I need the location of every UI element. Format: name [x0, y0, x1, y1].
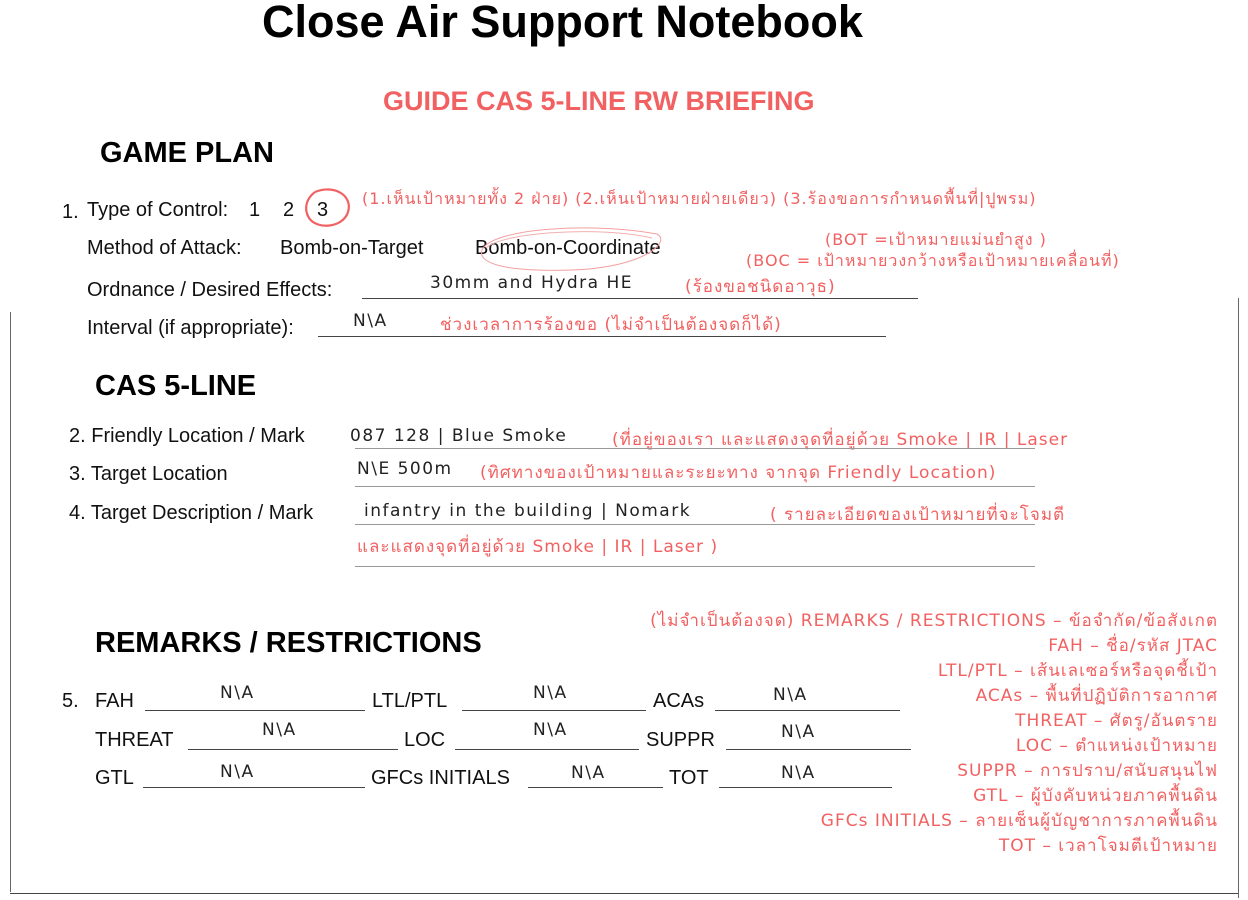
control-option-2[interactable]: 2: [283, 199, 295, 221]
method-option-boc[interactable]: Bomb-on-Coordinate: [475, 237, 661, 259]
type-of-control-label: Type of Control:: [87, 199, 229, 221]
legend-line-1: (ไม่จำเป็นต้องจด) REMARKS / RESTRICTIONS…: [650, 611, 1218, 631]
bot-note: (BOT =เป้าหมายแม่นยำสูง ): [825, 230, 1047, 249]
remarks-heading: REMARKS / RESTRICTIONS: [95, 627, 482, 659]
tot-label: TOT: [669, 767, 709, 789]
fah-label: FAH: [95, 690, 134, 712]
target-location-underline: [355, 486, 1035, 487]
target-description-value[interactable]: infantry in the building | Nomark: [364, 501, 692, 521]
interval-value[interactable]: N\A: [353, 311, 388, 331]
boc-note: (BOC = เป้าหมายวงกว้างหรือเป้าหมายเคลื่อ…: [746, 251, 1120, 270]
page-title: Close Air Support Notebook: [262, 0, 863, 47]
page-right-border: [1238, 298, 1239, 898]
ltl-ptl-label: LTL/PTL: [372, 690, 448, 712]
legend-line-9: GFCs INITIALS – ลายเซ็นผู้บัญชาการภาคพื้…: [820, 811, 1218, 831]
suppr-label: SUPPR: [646, 729, 715, 751]
friendly-location-label: 2. Friendly Location / Mark: [69, 425, 305, 447]
tot-underline: [719, 787, 892, 788]
gfcs-initials-label: GFCs INITIALS: [371, 767, 510, 789]
loc-label: LOC: [404, 729, 446, 751]
method-of-attack-label: Method of Attack:: [87, 237, 242, 259]
item-5-number: 5.: [62, 690, 79, 712]
legend-line-4: ACAs – พื้นที่ปฏิบัติการอากาศ: [975, 686, 1218, 706]
threat-underline: [188, 749, 398, 750]
threat-label: THREAT: [95, 729, 174, 751]
friendly-location-note: (ที่อยู่ของเรา และแสดงจุดที่อยู่ด้วย Smo…: [612, 430, 1069, 450]
control-option-3[interactable]: 3: [317, 199, 329, 221]
target-location-label: 3. Target Location: [69, 463, 228, 485]
acas-underline: [715, 710, 900, 711]
tot-value[interactable]: N\A: [781, 763, 816, 783]
acas-label: ACAs: [653, 690, 705, 712]
loc-underline: [455, 749, 639, 750]
boc-scribble-circle: [481, 227, 662, 271]
fah-value[interactable]: N\A: [220, 683, 255, 703]
fah-underline: [145, 710, 365, 711]
ordnance-underline: [362, 298, 918, 299]
friendly-underline: [355, 448, 1035, 449]
legend-line-5: THREAT – ศัตรู/อันตราย: [1015, 711, 1218, 731]
threat-value[interactable]: N\A: [262, 720, 297, 740]
ltl-ptl-value[interactable]: N\A: [533, 683, 568, 703]
briefing-subtitle: GUIDE CAS 5-LINE RW BRIEFING: [383, 86, 815, 116]
control-option-1[interactable]: 1: [249, 199, 261, 221]
target-location-value[interactable]: N\E 500m: [357, 459, 453, 479]
gtl-underline: [143, 787, 365, 788]
legend-line-8: GTL – ผู้บังคับหน่วยภาคพื้นดิน: [973, 786, 1218, 806]
target-description-underline-2: [355, 566, 1035, 567]
interval-underline: [318, 336, 886, 337]
suppr-underline: [726, 749, 911, 750]
target-description-underline-1: [355, 524, 1035, 525]
ordnance-label: Ordnance / Desired Effects:: [87, 279, 333, 301]
interval-note: ช่วงเวลาการร้องขอ (ไม่จำเป็นต้องจดก็ได้): [440, 315, 782, 335]
target-description-note-1: ( รายละเอียดของเป้าหมายที่จะโจมตี: [770, 505, 1066, 525]
legend-line-10: TOT – เวลาโจมตีเป้าหมาย: [998, 836, 1218, 856]
target-description-note-2: และแสดงจุดที่อยู่ด้วย Smoke | IR | Laser…: [357, 537, 719, 557]
legend-line-3: LTL/PTL – เส้นเลเซอร์หรือจุดชี้เป้า: [937, 661, 1218, 681]
friendly-location-value[interactable]: 087 128 | Blue Smoke: [350, 426, 568, 446]
cas-5-line-heading: CAS 5-LINE: [95, 370, 257, 402]
interval-label: Interval (if appropriate):: [87, 317, 294, 339]
game-plan-heading: GAME PLAN: [100, 137, 274, 169]
legend-line-6: LOC – ตำแหน่งเป้าหมาย: [1015, 736, 1218, 756]
selected-option-circle: [305, 188, 350, 227]
gfcs-initials-value[interactable]: N\A: [571, 763, 606, 783]
page-bottom-border: [10, 893, 1238, 894]
item-1-number: 1.: [62, 201, 79, 223]
suppr-value[interactable]: N\A: [781, 722, 816, 742]
gfcs-initials-underline: [528, 787, 663, 788]
method-option-bot[interactable]: Bomb-on-Target: [280, 237, 424, 259]
page-left-border: [10, 312, 11, 892]
gtl-value[interactable]: N\A: [220, 762, 255, 782]
loc-value[interactable]: N\A: [533, 720, 568, 740]
ordnance-note: (ร้องขอชนิดอาวุธ): [685, 277, 836, 297]
legend-line-2: FAH – ชื่อ/รหัส JTAC: [1048, 636, 1218, 656]
target-location-note: (ทิศทางของเป้าหมายและระยะทาง จากจุด Frie…: [480, 463, 997, 483]
target-description-label: 4. Target Description / Mark: [69, 502, 314, 524]
acas-value[interactable]: N\A: [773, 685, 808, 705]
legend-line-7: SUPPR – การปราบ/สนับสนุนไฟ: [957, 761, 1218, 781]
gtl-label: GTL: [95, 767, 134, 789]
control-note: (1.เห็นเป้าหมายทั้ง 2 ฝ่าย) (2.เห็นเป้าห…: [362, 189, 1037, 208]
ltl-ptl-underline: [462, 710, 646, 711]
ordnance-value[interactable]: 30mm and Hydra HE: [430, 273, 634, 293]
